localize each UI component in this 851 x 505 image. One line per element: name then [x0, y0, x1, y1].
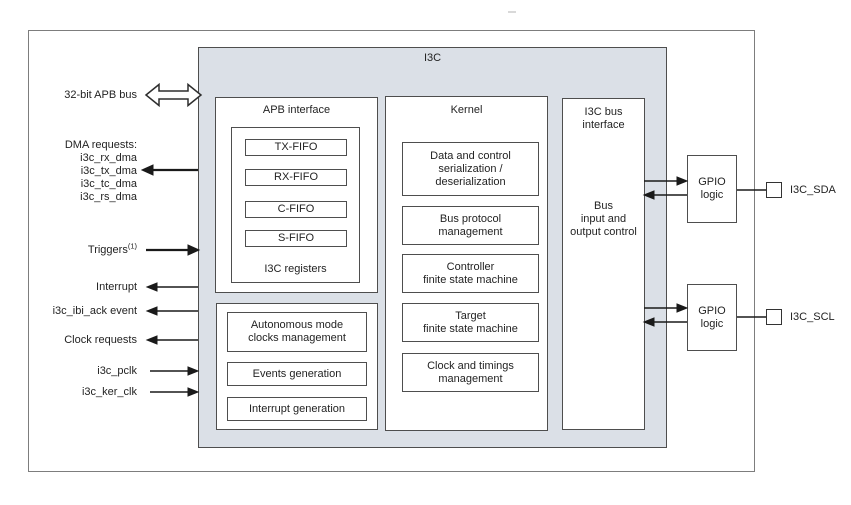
apb-interface-title: APB interface	[262, 104, 331, 116]
kernel-title: Kernel	[450, 104, 483, 116]
label-ker-clk: i3c_ker_clk	[81, 386, 137, 398]
interrupt-generation-box: Interrupt generation	[227, 397, 367, 421]
i3c-registers-label: I3C registers	[264, 263, 327, 275]
bus-io-control-label: Bus input and output control	[570, 200, 637, 238]
autonomous-mode-clocks-box: Autonomous mode clocks management	[227, 312, 367, 352]
label-interrupt: Interrupt	[96, 281, 137, 293]
label-ibi-ack-event: i3c_ibi_ack event	[52, 305, 137, 317]
c-fifo-box: C-FIFO	[245, 201, 347, 218]
label-clock-requests: Clock requests	[64, 334, 137, 346]
s-fifo-box: S-FIFO	[245, 230, 347, 247]
label-dma-requests: DMA requests: i3c_rx_dma i3c_tx_dma i3c_…	[64, 139, 137, 203]
scl-pad-square	[766, 309, 782, 325]
gpio-logic-sda-box: GPIO logic	[687, 155, 737, 223]
data-serialization-box: Data and control serialization / deseria…	[402, 142, 539, 196]
i3c-core-title: I3C	[423, 52, 442, 64]
page-artifact-dash	[508, 11, 516, 13]
peripheral-boundary-rect	[28, 30, 755, 472]
target-fsm-box: Target finite state machine	[402, 303, 539, 342]
events-generation-box: Events generation	[227, 362, 367, 386]
i3c-scl-label: I3C_SCL	[790, 311, 835, 323]
triggers-footnote-marker: (1)	[127, 241, 137, 251]
gpio-logic-scl-box: GPIO logic	[687, 284, 737, 351]
clock-timings-box: Clock and timings management	[402, 353, 539, 392]
label-triggers: Triggers(1)	[20, 241, 137, 257]
bus-protocol-box: Bus protocol management	[402, 206, 539, 245]
label-pclk: i3c_pclk	[97, 365, 137, 377]
sda-pad-square	[766, 182, 782, 198]
i3c-sda-label: I3C_SDA	[790, 184, 836, 196]
rx-fifo-box: RX-FIFO	[245, 169, 347, 186]
i3c-bus-interface-box	[562, 98, 645, 430]
label-apb-bus: 32-bit APB bus	[64, 89, 137, 101]
label-triggers-text: Triggers	[87, 244, 128, 256]
i3c-bus-interface-title: I3C bus interface	[582, 106, 625, 131]
tx-fifo-box: TX-FIFO	[245, 139, 347, 156]
controller-fsm-box: Controller finite state machine	[402, 254, 539, 293]
